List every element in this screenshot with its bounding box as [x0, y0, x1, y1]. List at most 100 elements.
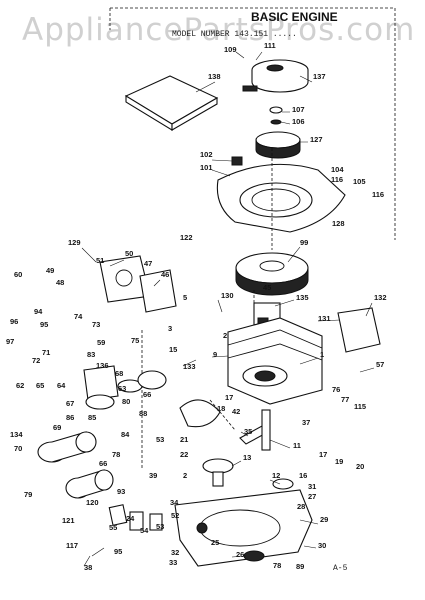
- part-callout-129: 129: [68, 238, 81, 247]
- part-callout-88: 88: [139, 409, 147, 418]
- model-number: MODEL NUMBER 143.151 .....: [172, 30, 297, 39]
- part-callout-17: 17: [319, 450, 327, 459]
- part-callout-12: 12: [272, 471, 280, 480]
- part-callout-116: 116: [372, 190, 384, 199]
- part-callout-59: 59: [97, 338, 105, 347]
- part-callout-13: 13: [243, 453, 251, 462]
- part-callout-116: 116: [331, 175, 343, 184]
- part-callout-64: 64: [57, 381, 66, 390]
- part-callout-78: 78: [273, 561, 281, 570]
- part-callout-26: 26: [236, 550, 244, 559]
- part-callout-38: 38: [84, 563, 92, 572]
- part-callout-70: 70: [14, 444, 22, 453]
- part-callout-128: 128: [332, 219, 345, 228]
- part-callout-75: 75: [131, 336, 139, 345]
- part-callout-106: 106: [292, 117, 305, 126]
- governor-housing-part: [83, 365, 167, 410]
- part-callout-54: 54: [140, 526, 149, 535]
- part-callout-48: 48: [56, 278, 64, 287]
- part-callout-66: 66: [99, 459, 107, 468]
- part-callout-104: 104: [331, 165, 344, 174]
- part-callout-85: 85: [88, 413, 96, 422]
- part-callout-5: 5: [183, 293, 187, 302]
- cam-gear-part: [202, 458, 294, 490]
- gasket-set-part: [108, 504, 163, 531]
- part-callout-2: 2: [223, 331, 227, 340]
- carburetor-part: [99, 255, 177, 313]
- blower-housing-part: [216, 156, 346, 233]
- part-callout-16: 16: [299, 471, 307, 480]
- part-callout-53: 53: [156, 435, 164, 444]
- part-callout-89: 89: [296, 562, 304, 571]
- muffler-part: [37, 431, 114, 499]
- page-code: A-5: [333, 564, 348, 573]
- part-callout-97: 97: [6, 337, 14, 346]
- owners-manual-part: [124, 75, 219, 131]
- part-callout-68: 68: [115, 369, 123, 378]
- part-callout-53: 53: [156, 522, 164, 531]
- plug-part: [196, 522, 208, 534]
- part-callout-94: 94: [34, 307, 43, 316]
- part-callout-18: 18: [217, 404, 225, 413]
- part-callout-30: 30: [318, 541, 326, 550]
- part-callout-127: 127: [310, 135, 323, 144]
- part-callout-69: 69: [53, 423, 61, 432]
- part-callout-39: 39: [149, 471, 157, 480]
- part-callout-84: 84: [121, 430, 130, 439]
- crankshaft-part: [179, 399, 271, 451]
- part-callout-102: 102: [200, 150, 213, 159]
- cylinder-block-part: [227, 317, 323, 405]
- part-callout-111: 111: [264, 41, 276, 50]
- part-callout-57: 57: [376, 360, 384, 369]
- part-callout-1: 1: [320, 350, 324, 359]
- part-callout-117: 117: [66, 541, 78, 550]
- part-callout-24: 24: [126, 514, 135, 523]
- part-callout-130: 130: [221, 291, 234, 300]
- part-callout-132: 132: [374, 293, 387, 302]
- part-callout-15: 15: [169, 345, 177, 354]
- part-callout-27: 27: [308, 492, 316, 501]
- baffle-plate-part: [337, 307, 381, 353]
- part-callout-2: 2: [183, 471, 187, 480]
- part-callout-107: 107: [292, 105, 305, 114]
- part-callout-115: 115: [354, 402, 366, 411]
- part-callout-60: 60: [14, 270, 22, 279]
- part-callout-25: 25: [211, 538, 219, 547]
- part-callout-93: 93: [117, 487, 125, 496]
- part-callout-120: 120: [86, 498, 99, 507]
- part-callout-17: 17: [225, 393, 233, 402]
- part-callout-55: 55: [109, 523, 117, 532]
- part-callout-29: 29: [320, 515, 328, 524]
- part-callout-137: 137: [313, 72, 326, 81]
- part-callout-20: 20: [356, 462, 364, 471]
- part-callout-34: 34: [170, 498, 179, 507]
- part-callout-71: 71: [42, 348, 50, 357]
- part-callout-101: 101: [200, 163, 213, 172]
- part-callout-95: 95: [40, 320, 48, 329]
- part-callout-138: 138: [208, 72, 221, 81]
- part-callout-83: 83: [87, 350, 95, 359]
- part-callout-45: 45: [263, 283, 271, 292]
- part-callout-62: 62: [16, 381, 24, 390]
- part-callout-80: 80: [122, 397, 130, 406]
- part-callout-9: 9: [213, 350, 217, 359]
- part-callout-86: 86: [66, 413, 74, 422]
- starter-pulley-part: [255, 106, 301, 159]
- part-callout-11: 11: [293, 441, 301, 450]
- part-callout-21: 21: [180, 435, 188, 444]
- part-callout-50: 50: [125, 249, 133, 258]
- part-callout-76: 76: [332, 385, 340, 394]
- part-callout-99: 99: [300, 238, 308, 247]
- rewind-starter-part: [242, 59, 309, 93]
- part-callout-52: 52: [171, 511, 179, 520]
- part-callout-72: 72: [32, 356, 40, 365]
- assembly-boundary-dash: [109, 7, 396, 240]
- part-callout-95: 95: [114, 547, 122, 556]
- part-callout-47: 47: [144, 259, 152, 268]
- part-callout-135: 135: [296, 293, 309, 302]
- part-callout-49: 49: [46, 266, 54, 275]
- part-callout-67: 67: [66, 399, 74, 408]
- part-callout-28: 28: [297, 502, 305, 511]
